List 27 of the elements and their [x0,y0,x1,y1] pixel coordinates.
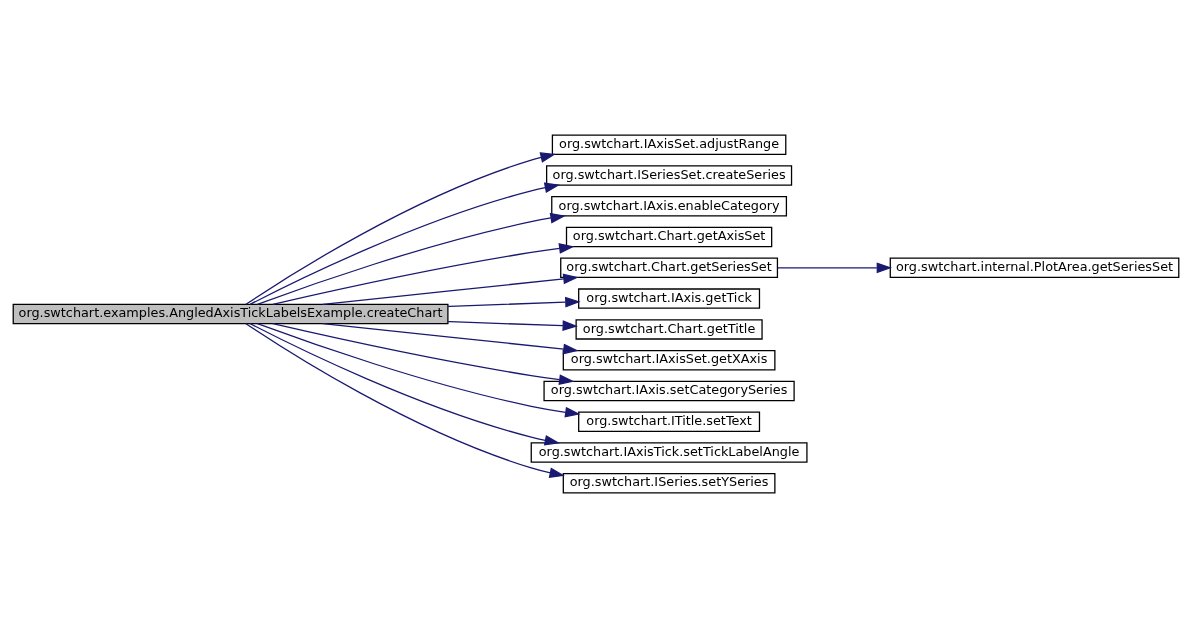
node-box: org.swtchart.IAxisSet.getXAxis [562,349,776,370]
node-box: org.swtchart.IAxis.enableCategory [551,195,788,217]
arrow [322,273,579,305]
node-box: org.swtchart.Chart.getSeriesSet [560,257,779,278]
node-box: org.swtchart.examples.AngledAxisTickLabelsExample.createChart [12,303,449,324]
arrow [447,319,578,331]
arrow [245,322,565,478]
arrow [249,181,561,305]
arrow [256,212,566,305]
node-box: org.swtchart.internal.PlotArea.getSeriesSet [889,257,1180,278]
node-box: org.swtchart.Chart.getTitle [575,318,763,340]
arrow [249,322,561,446]
arrow [272,242,575,305]
node-box: org.swtchart.IAxis.setCategorySeries [543,380,795,401]
node-box: org.swtchart.ITitle.setText [578,410,761,432]
arrow [777,261,893,273]
arrow [447,296,581,308]
arrow [256,322,581,418]
node-box: org.swtchart.Chart.getAxisSet [565,226,773,247]
node-box: org.swtchart.IAxisTick.setTickLabelAngle [530,441,808,463]
node-box: org.swtchart.ISeriesSet.createSeries [546,164,793,186]
node-box: org.swtchart.ISeries.setYSeries [562,472,776,493]
node-box: org.swtchart.IAxisSet.adjustRange [551,134,787,155]
node-box: org.swtchart.IAxis.getTick [578,287,761,309]
arrow [272,322,575,385]
arrow [322,322,579,354]
arrow [245,151,556,305]
